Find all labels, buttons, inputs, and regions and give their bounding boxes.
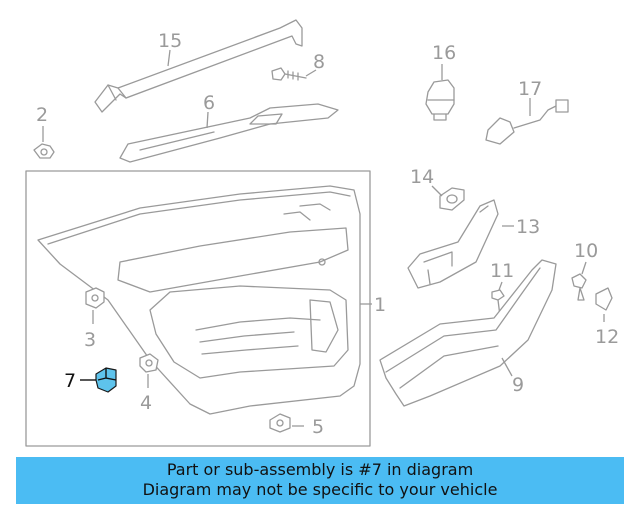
callout-1: 1 bbox=[374, 294, 386, 316]
callout-13: 13 bbox=[516, 216, 540, 238]
leader-10 bbox=[581, 261, 587, 275]
leader-8 bbox=[305, 69, 317, 77]
part-2-clip[interactable] bbox=[33, 143, 55, 159]
part-13-bracket[interactable] bbox=[407, 199, 499, 289]
part-14-grommet[interactable] bbox=[439, 187, 465, 211]
part-10-screw[interactable] bbox=[571, 273, 587, 301]
part-17-wire-harness[interactable] bbox=[485, 99, 569, 145]
callout-3: 3 bbox=[84, 329, 96, 351]
callout-10: 10 bbox=[574, 240, 598, 262]
part-1-door-trim-panel[interactable] bbox=[37, 185, 361, 415]
part-6-trim-panel[interactable] bbox=[119, 103, 339, 163]
banner-line-2: Diagram may not be specific to your vehi… bbox=[142, 480, 498, 499]
banner-line-1: Part or sub-assembly is #7 in diagram bbox=[166, 460, 474, 479]
part-8-screw[interactable] bbox=[271, 67, 307, 81]
callout-14: 14 bbox=[410, 166, 434, 188]
callout-16: 16 bbox=[432, 42, 456, 64]
callout-17: 17 bbox=[518, 78, 542, 100]
callout-11: 11 bbox=[490, 260, 514, 282]
callout-15: 15 bbox=[158, 30, 182, 52]
callout-4: 4 bbox=[140, 392, 152, 414]
part-9-pull-handle[interactable] bbox=[379, 259, 557, 407]
part-15-trim-strip[interactable] bbox=[94, 19, 303, 113]
assembly-box bbox=[25, 170, 371, 447]
callout-5: 5 bbox=[312, 416, 324, 438]
part-5-clip[interactable] bbox=[269, 413, 291, 433]
info-banner: Part or sub-assembly is #7 in diagram Di… bbox=[16, 457, 624, 504]
leader-14 bbox=[431, 185, 443, 197]
part-12-clip[interactable] bbox=[595, 287, 613, 311]
part-16-switch[interactable] bbox=[425, 79, 455, 121]
part-7-highlighted-clip[interactable] bbox=[95, 367, 117, 393]
callout-8: 8 bbox=[313, 51, 325, 73]
leader-9 bbox=[501, 357, 513, 377]
part-3-clip[interactable] bbox=[85, 287, 105, 309]
callout-9: 9 bbox=[512, 374, 524, 396]
callout-12: 12 bbox=[595, 326, 619, 348]
leader-11 bbox=[498, 281, 503, 291]
callout-6: 6 bbox=[203, 92, 215, 114]
leader-6 bbox=[206, 111, 209, 129]
callout-2: 2 bbox=[36, 104, 48, 126]
callout-7: 7 bbox=[64, 370, 76, 392]
leader-15 bbox=[167, 49, 171, 67]
part-4-clip[interactable] bbox=[139, 353, 159, 373]
